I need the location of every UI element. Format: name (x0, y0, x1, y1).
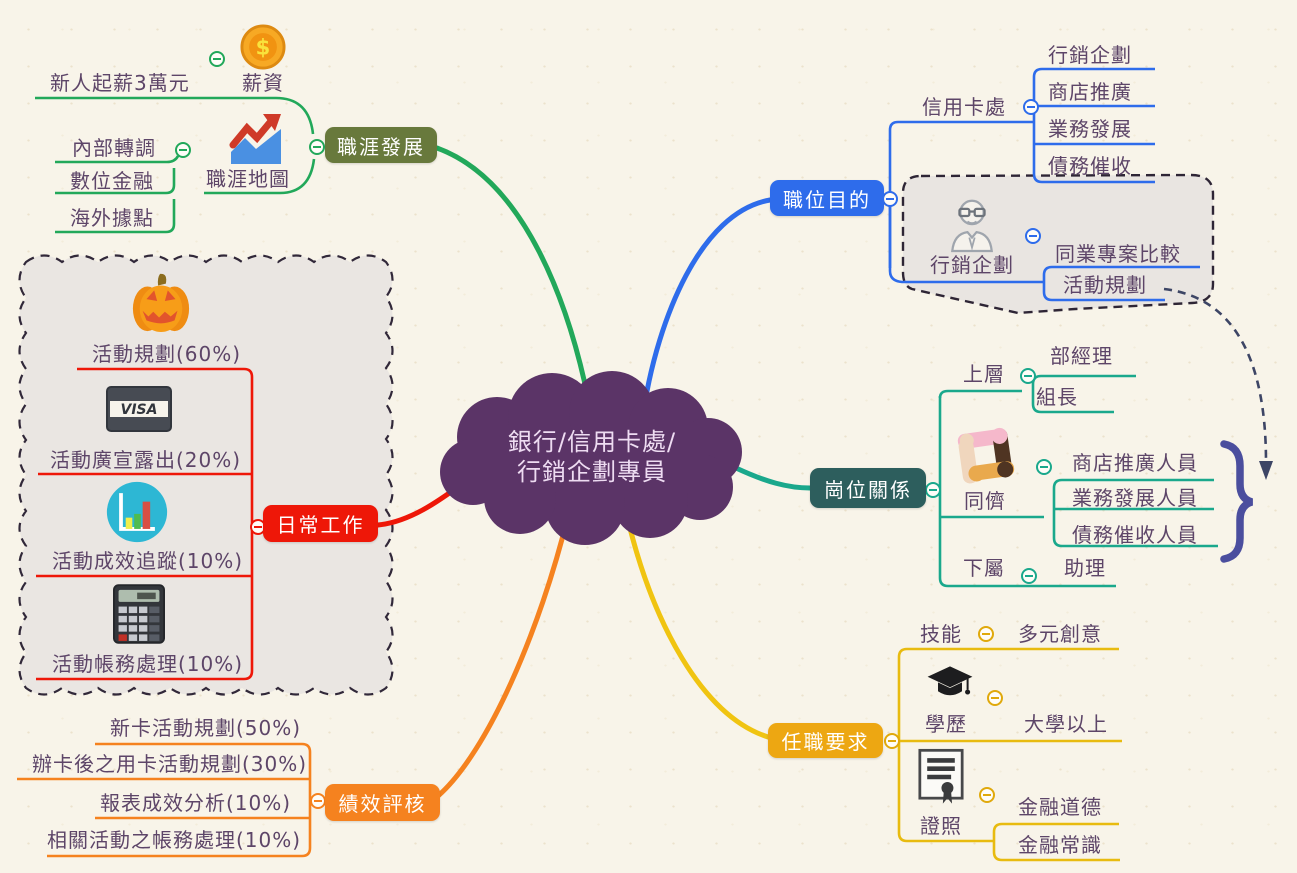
trend-chart-icon[interactable] (224, 112, 288, 170)
central-topic-line2: 行銷企劃專員 (517, 458, 667, 486)
topic-dept-biz-dev[interactable]: 業務發展 (1048, 117, 1132, 141)
topic-dept-debt-collect[interactable]: 債務催收 (1048, 154, 1132, 178)
topic-financial-ethics[interactable]: 金融道德 (1018, 795, 1102, 819)
topic-dept-manager[interactable]: 部經理 (1050, 344, 1113, 368)
collapse-toggles (175, 51, 1052, 809)
topic-education[interactable]: 學歷 (925, 712, 967, 736)
requirements-branch-lines (884, 647, 1122, 862)
topic-assistant[interactable]: 助理 (1064, 556, 1106, 580)
visa-card-icon[interactable]: VISA (106, 386, 172, 436)
topic-financial-knowledge[interactable]: 金融常識 (1018, 833, 1102, 857)
toggle-peers[interactable] (1036, 459, 1052, 475)
svg-text:$: $ (256, 35, 271, 60)
topic-activity-planning[interactable]: 活動規劃 (1063, 273, 1147, 297)
topic-new-card-50[interactable]: 新卡活動規劃(50%) (110, 716, 302, 740)
central-topic-cloud[interactable] (440, 371, 742, 545)
toggle-requirements[interactable] (884, 733, 900, 749)
toggle-review[interactable] (310, 793, 326, 809)
topic-peers[interactable]: 同儕 (964, 489, 1006, 513)
peers-summary-brace[interactable] (1220, 440, 1254, 563)
person-icon[interactable] (946, 197, 998, 257)
topic-debt-collect-staff[interactable]: 債務催收人員 (1072, 523, 1198, 547)
toggle-relations[interactable] (925, 482, 941, 498)
topic-peer-project-compare[interactable]: 同業專案比較 (1055, 242, 1181, 266)
topic-upper[interactable]: 上層 (963, 362, 1005, 386)
central-topic-line1: 銀行/信用卡處/ (507, 428, 677, 456)
topic-starting-salary[interactable]: 新人起薪3萬元 (50, 71, 190, 95)
calculator-icon[interactable] (113, 582, 165, 650)
toggle-purpose[interactable] (882, 191, 898, 207)
relationship-arrow[interactable] (1163, 287, 1273, 480)
pumpkin-icon[interactable] (130, 270, 192, 338)
topic-related-accounting-10[interactable]: 相關活動之帳務處理(10%) (47, 828, 302, 852)
topic-group-marketing[interactable]: 行銷企劃 (930, 253, 1014, 277)
topic-promo-exposure-20[interactable]: 活動廣宣露出(20%) (50, 448, 242, 472)
topic-overseas[interactable]: 海外據點 (70, 206, 154, 230)
toggle-career[interactable] (309, 139, 325, 155)
svg-text:VISA: VISA (121, 402, 158, 418)
topic-effect-tracking-10[interactable]: 活動成效追蹤(10%) (52, 549, 244, 573)
topic-team-leader[interactable]: 組長 (1036, 385, 1078, 409)
purpose-branch-lines (888, 67, 1200, 302)
toggle-marketing-group[interactable] (1025, 228, 1041, 244)
toggle-career-map[interactable] (175, 142, 191, 158)
topic-university[interactable]: 大學以上 (1024, 712, 1108, 736)
toggle-subordinates[interactable] (1021, 568, 1037, 584)
topic-internal-transfer[interactable]: 內部轉調 (72, 136, 156, 160)
topic-post-card-30[interactable]: 辦卡後之用卡活動規劃(30%) (32, 752, 308, 776)
bar-chart-icon[interactable] (105, 480, 169, 548)
toggle-salary[interactable] (209, 51, 225, 67)
branch-box-career[interactable]: 職涯發展 (325, 127, 437, 163)
topic-credit-card-dept[interactable]: 信用卡處 (922, 95, 1006, 119)
toggle-education[interactable] (987, 690, 1003, 706)
topic-store-promo-staff[interactable]: 商店推廣人員 (1072, 451, 1198, 475)
topic-subordinates[interactable]: 下屬 (963, 556, 1005, 580)
graduation-cap-icon[interactable] (926, 664, 974, 708)
topic-creativity[interactable]: 多元創意 (1018, 622, 1102, 646)
topic-skill[interactable]: 技能 (920, 622, 962, 646)
review-branch-lines (17, 742, 325, 858)
topic-salary[interactable]: 薪資 (242, 71, 284, 95)
branch-box-purpose[interactable]: 職位目的 (770, 180, 884, 216)
toggle-credit-card-dept[interactable] (1023, 99, 1039, 115)
branch-box-relations[interactable]: 崗位關係 (810, 468, 926, 508)
toggle-license[interactable] (979, 787, 995, 803)
topic-biz-dev-staff[interactable]: 業務發展人員 (1072, 486, 1198, 510)
topic-accounting-10[interactable]: 活動帳務處理(10%) (52, 652, 244, 676)
branch-box-daily[interactable]: 日常工作 (263, 505, 378, 542)
topic-license[interactable]: 證照 (920, 814, 962, 838)
topic-activity-planning-60[interactable]: 活動規劃(60%) (92, 342, 242, 366)
branch-box-review[interactable]: 績效評核 (325, 784, 440, 821)
toggle-upper[interactable] (1020, 368, 1036, 384)
central-topic[interactable]: 銀行/信用卡處/ 行銷企劃專員 (452, 427, 732, 487)
topic-report-analysis-10[interactable]: 報表成效分析(10%) (100, 791, 292, 815)
topic-dept-store-promo[interactable]: 商店推廣 (1048, 80, 1132, 104)
topic-dept-marketing[interactable]: 行銷企劃 (1048, 43, 1132, 67)
hands-icon[interactable] (952, 421, 1020, 493)
career-branch-lines (35, 96, 316, 234)
toggle-skill[interactable] (978, 626, 994, 642)
branch-box-requirements[interactable]: 任職要求 (768, 723, 883, 758)
certificate-icon[interactable] (918, 748, 964, 810)
topic-career-map[interactable]: 職涯地圖 (206, 167, 290, 191)
topic-digital-finance[interactable]: 數位金融 (70, 169, 154, 193)
coin-icon[interactable]: $ (240, 24, 286, 74)
